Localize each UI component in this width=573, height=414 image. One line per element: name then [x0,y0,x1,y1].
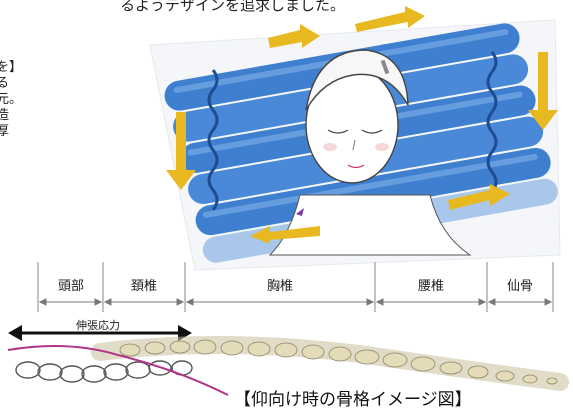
sleeping-woman [268,49,472,256]
side-text-line: を】 [0,60,23,75]
top-caption: るようデザインを追求しました。 [120,0,346,14]
stress-curve [7,345,229,396]
left-tie [207,69,219,211]
segment-label-thoracic: 胸椎 [266,279,294,294]
segment-ranges [38,298,553,306]
side-text-line: 厚 [0,124,10,139]
segment-label-cervical: 頚椎 [130,279,158,294]
tension-label: 伸張応力 [76,319,120,332]
figure-caption: 【仰向け時の骨格イメージ図】 [234,390,472,410]
arrow-right [528,52,558,130]
arrow-bottom-left [250,226,320,244]
motion-arrows [166,6,558,244]
spine-skeleton [7,335,569,396]
side-text-fragment: を】 る 元。 造 厚 [0,60,22,140]
segment-label-head: 頭部 [57,279,85,294]
arrow-bottom-right [448,184,510,210]
arrow-left [166,112,196,190]
segment-dividers [37,262,554,312]
segment-label-sacrum: 仙骨 [506,279,534,294]
right-tie [486,51,498,193]
side-text-line: る [0,76,10,91]
side-text-line: 元。 [0,92,23,107]
segment-label-lumbar: 腰椎 [417,279,445,294]
side-text-line: 造 [0,108,10,123]
arrow-top [268,24,320,48]
arrow-top-right [355,6,425,32]
